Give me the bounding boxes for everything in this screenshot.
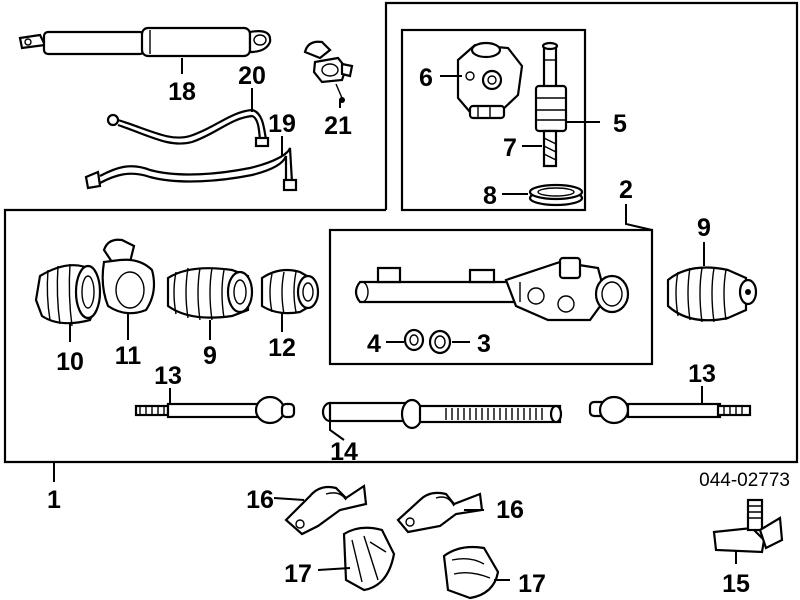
frame-outline <box>3 1 799 464</box>
mounting-bracket-right-part <box>396 491 484 534</box>
small-seal-part <box>403 328 425 352</box>
callout-6: 6 <box>419 64 433 92</box>
callout-17-left: 17 <box>284 560 312 588</box>
valve-housing-part <box>456 41 524 120</box>
callout-9-left: 9 <box>203 342 217 370</box>
boot-part <box>260 268 320 315</box>
rack-housing-part <box>354 256 630 322</box>
tie-rod-end-part <box>712 498 784 554</box>
seal-ring-part <box>528 183 584 207</box>
callout-1: 1 <box>47 486 61 514</box>
tie-rod-left-part <box>134 395 296 425</box>
oil-seal-part <box>428 329 452 355</box>
callout-9-right: 9 <box>697 214 711 242</box>
callout-19: 19 <box>268 110 296 138</box>
callout-4: 4 <box>367 330 381 358</box>
callout-16-right: 16 <box>496 496 524 524</box>
callout-21: 21 <box>324 112 352 140</box>
rack-subassembly-box <box>328 228 654 366</box>
callout-14: 14 <box>330 438 358 466</box>
boot-small-part <box>34 263 102 327</box>
mounting-bracket-left-part <box>284 484 368 536</box>
callout-5: 5 <box>613 110 627 138</box>
callout-17-right: 17 <box>518 570 546 598</box>
clamp-bracket-part <box>101 238 156 315</box>
union-fitting-part <box>303 40 354 103</box>
callout-20: 20 <box>238 62 266 90</box>
callout-2: 2 <box>619 176 633 204</box>
bushing-right-part <box>442 545 500 600</box>
pinion-valve-part <box>534 41 568 168</box>
bellows-boot-left-part <box>166 267 254 321</box>
tie-rod-right-part <box>588 395 752 425</box>
callout-7: 7 <box>503 134 517 162</box>
callout-11: 11 <box>115 342 142 370</box>
callout-13-right: 13 <box>688 360 716 388</box>
callout-15: 15 <box>722 570 750 598</box>
leader-lines <box>53 58 737 581</box>
callout-8: 8 <box>483 182 497 210</box>
steering-rack-part <box>321 398 563 430</box>
callout-labels: 18 20 19 21 6 5 7 8 2 9 10 11 9 12 4 3 1… <box>47 62 750 598</box>
callout-16-left: 16 <box>246 486 274 514</box>
callout-18: 18 <box>168 78 196 106</box>
callout-10: 10 <box>56 348 84 376</box>
valve-subassembly-box <box>400 28 587 212</box>
bushing-left-part <box>342 526 396 592</box>
callout-12: 12 <box>268 334 296 362</box>
return-pipe-part <box>84 147 298 192</box>
callout-3: 3 <box>477 330 491 358</box>
steering-damper-part <box>18 26 272 58</box>
callout-13-left: 13 <box>154 362 182 390</box>
diagram-reference-number: 044-02773 <box>699 470 790 491</box>
bellows-boot-right-part <box>666 266 758 323</box>
pressure-pipe-part <box>106 108 270 148</box>
